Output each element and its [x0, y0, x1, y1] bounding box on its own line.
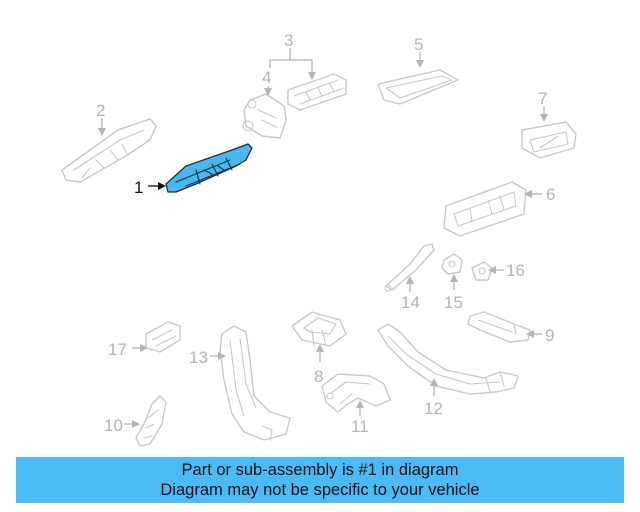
- part-6-center-vent[interactable]: [443, 181, 527, 237]
- callout-8[interactable]: 8: [314, 367, 323, 386]
- callout-17[interactable]: 17: [108, 340, 127, 359]
- banner-line-1: Part or sub-assembly is #1 in diagram: [181, 461, 459, 479]
- callout-16[interactable]: 16: [506, 261, 525, 280]
- part-9-bracket[interactable]: [467, 311, 531, 343]
- part-4-actuator[interactable]: [242, 93, 287, 139]
- part-17-connector[interactable]: [145, 321, 181, 353]
- part-16-grommet[interactable]: [471, 261, 493, 281]
- callout-12[interactable]: 12: [424, 399, 443, 418]
- callout-6[interactable]: 6: [546, 185, 555, 204]
- banner-line-2: Diagram may not be specific to your vehi…: [160, 481, 480, 499]
- part-7-side-vent[interactable]: [521, 121, 577, 159]
- callout-11[interactable]: 11: [351, 417, 369, 436]
- callout-14[interactable]: 14: [401, 293, 420, 312]
- callout-7[interactable]: 7: [538, 89, 547, 108]
- callout-3[interactable]: 3: [284, 31, 293, 50]
- callout-2[interactable]: 2: [96, 101, 105, 120]
- part-12-floor-duct[interactable]: [377, 323, 519, 395]
- callout-13[interactable]: 13: [189, 348, 208, 367]
- callout-9[interactable]: 9: [545, 326, 554, 345]
- part-2-defroster-duct[interactable]: [61, 118, 157, 183]
- part-5-defroster-grille[interactable]: [377, 69, 459, 105]
- part-10-duct-bracket[interactable]: [135, 395, 167, 447]
- part-11-duct-elbow[interactable]: [321, 373, 391, 413]
- callout-15[interactable]: 15: [444, 293, 463, 312]
- part-8-vent-housing[interactable]: [291, 311, 347, 347]
- callout-10[interactable]: 10: [104, 416, 123, 435]
- part-14-linkage[interactable]: [384, 243, 435, 292]
- part-15-clip[interactable]: [441, 253, 463, 275]
- info-banner: Part or sub-assembly is #1 in diagram Di…: [16, 457, 624, 503]
- part-13-vertical-duct[interactable]: [219, 325, 291, 441]
- part-1-center-duct-highlighted[interactable]: [165, 143, 253, 193]
- callout-1[interactable]: 1: [134, 178, 143, 197]
- callout-5[interactable]: 5: [414, 35, 423, 54]
- callout-4[interactable]: 4: [262, 68, 271, 87]
- part-3-switch-assembly[interactable]: [287, 73, 347, 111]
- parts-diagram: 2 3 4 1 5 7: [61, 31, 577, 447]
